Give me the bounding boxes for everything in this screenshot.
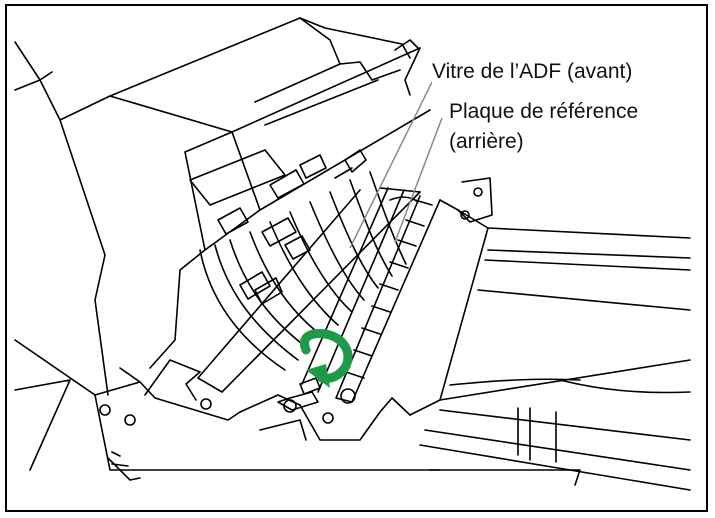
base-frame [94, 359, 441, 481]
leader-line-adf-glass [349, 81, 433, 249]
callout-reference-plate-side: (arrière) [449, 129, 524, 155]
cover-guide-rollers [217, 149, 367, 305]
leader-lines [349, 81, 443, 249]
callout-adf-glass: Vitre de l’ADF (avant) [432, 59, 633, 85]
right-hinge-panel [409, 177, 691, 491]
reference-plate [301, 187, 459, 403]
adf-glass [185, 187, 421, 401]
callout-reference-plate: Plaque de référence [449, 99, 639, 125]
rotate-arrow-icon [300, 329, 353, 388]
leader-line-reference-plate [394, 117, 443, 243]
